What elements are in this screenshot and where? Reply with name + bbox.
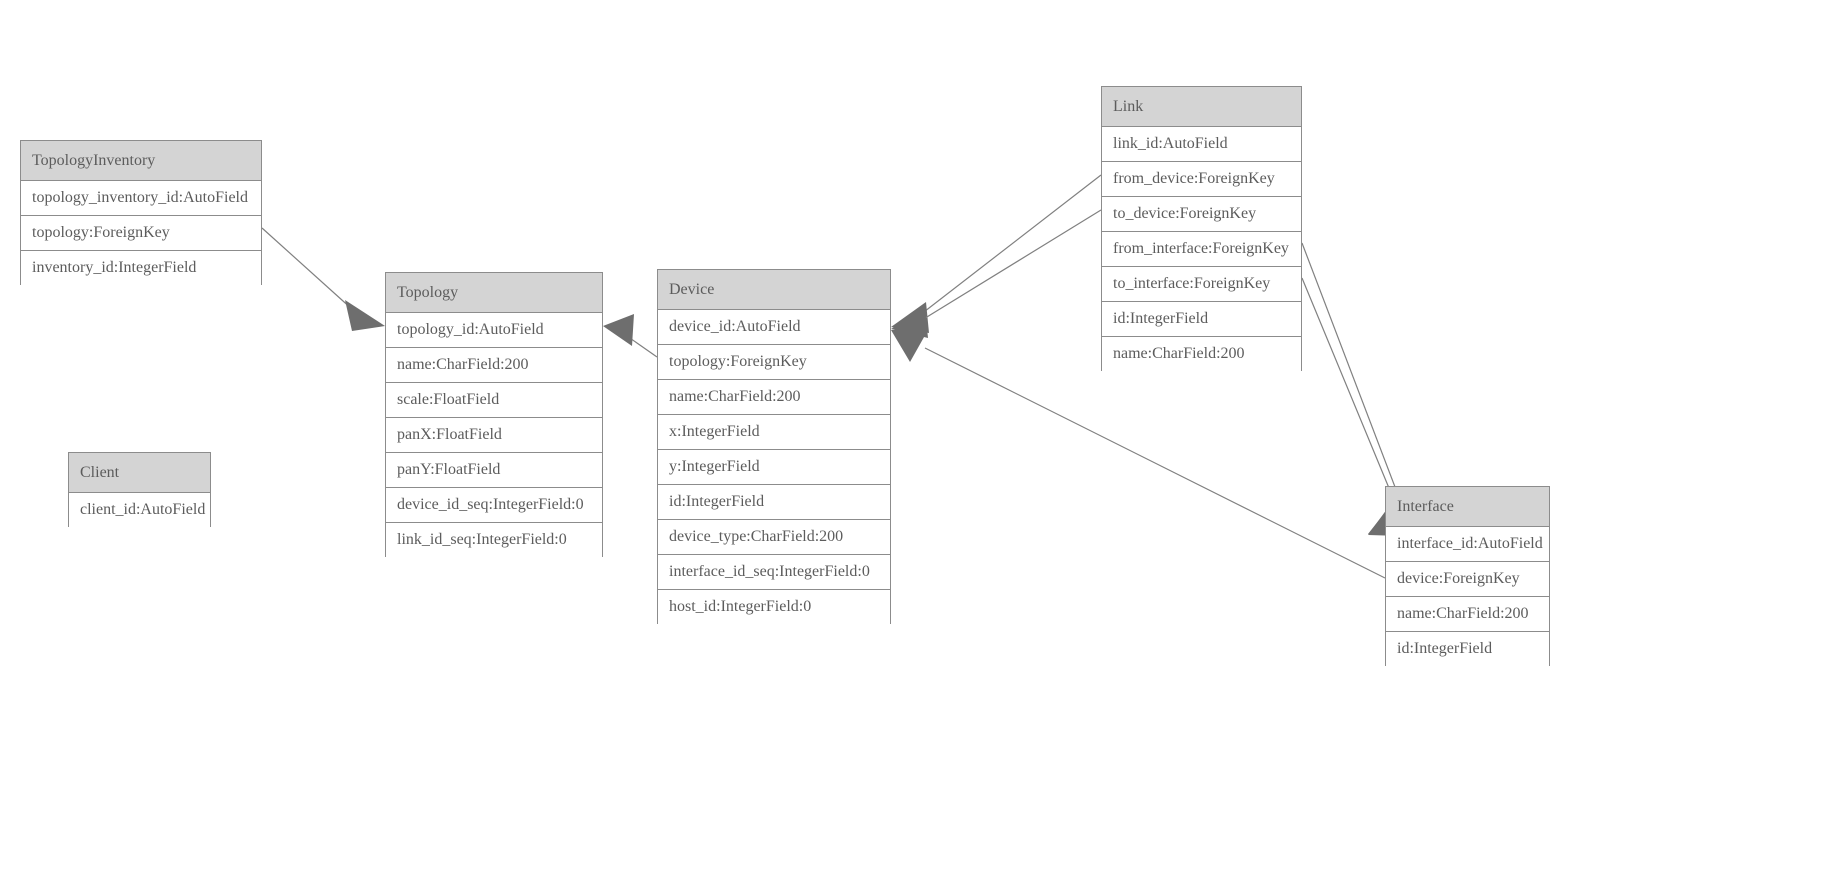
entity-device-field: topology:ForeignKey: [658, 345, 890, 380]
entity-link-field: link_id:AutoField: [1102, 127, 1301, 162]
entity-device-field: device_id:AutoField: [658, 310, 890, 345]
entity-device-title: Device: [658, 270, 890, 310]
entity-topology-title: Topology: [386, 273, 602, 313]
rel-topologyinventory-topology: [261, 227, 385, 331]
entity-device-field: device_type:CharField:200: [658, 520, 890, 555]
entity-interface-field: name:CharField:200: [1386, 597, 1549, 632]
entity-link-field: to_interface:ForeignKey: [1102, 267, 1301, 302]
entity-topologyinventory-field: topology:ForeignKey: [21, 216, 261, 251]
entity-client-field: client_id:AutoField: [69, 493, 210, 528]
entity-interface-title: Interface: [1386, 487, 1549, 527]
rel-link-to-device: [891, 209, 1102, 338]
entity-link-field: id:IntegerField: [1102, 302, 1301, 337]
entity-device-field: interface_id_seq:IntegerField:0: [658, 555, 890, 590]
entity-topology-field: device_id_seq:IntegerField:0: [386, 488, 602, 523]
entity-topology-field: topology_id:AutoField: [386, 313, 602, 348]
entity-topologyinventory-field: topology_inventory_id:AutoField: [21, 181, 261, 216]
entity-link-field: from_interface:ForeignKey: [1102, 232, 1301, 267]
entity-client-title: Client: [69, 453, 210, 493]
entity-topology-field: panY:FloatField: [386, 453, 602, 488]
entity-device-field: name:CharField:200: [658, 380, 890, 415]
entity-topology-field: panX:FloatField: [386, 418, 602, 453]
entity-topologyinventory-title: TopologyInventory: [21, 141, 261, 181]
entity-device-field: host_id:IntegerField:0: [658, 590, 890, 625]
entity-device-field: y:IntegerField: [658, 450, 890, 485]
entity-topology-field: link_id_seq:IntegerField:0: [386, 523, 602, 558]
entity-topology-field: name:CharField:200: [386, 348, 602, 383]
rel-link-from-device: [891, 174, 1102, 333]
entity-interface-field: device:ForeignKey: [1386, 562, 1549, 597]
entity-topology-field: scale:FloatField: [386, 383, 602, 418]
entity-device-field: x:IntegerField: [658, 415, 890, 450]
entity-interface-field: interface_id:AutoField: [1386, 527, 1549, 562]
entity-interface-field: id:IntegerField: [1386, 632, 1549, 667]
entity-link-field: to_device:ForeignKey: [1102, 197, 1301, 232]
entity-link-field: from_device:ForeignKey: [1102, 162, 1301, 197]
entity-device-field: id:IntegerField: [658, 485, 890, 520]
entity-link-title: Link: [1102, 87, 1301, 127]
rel-device-topology: [603, 314, 658, 358]
entity-topologyinventory-field: inventory_id:IntegerField: [21, 251, 261, 286]
entity-link-field: name:CharField:200: [1102, 337, 1301, 372]
